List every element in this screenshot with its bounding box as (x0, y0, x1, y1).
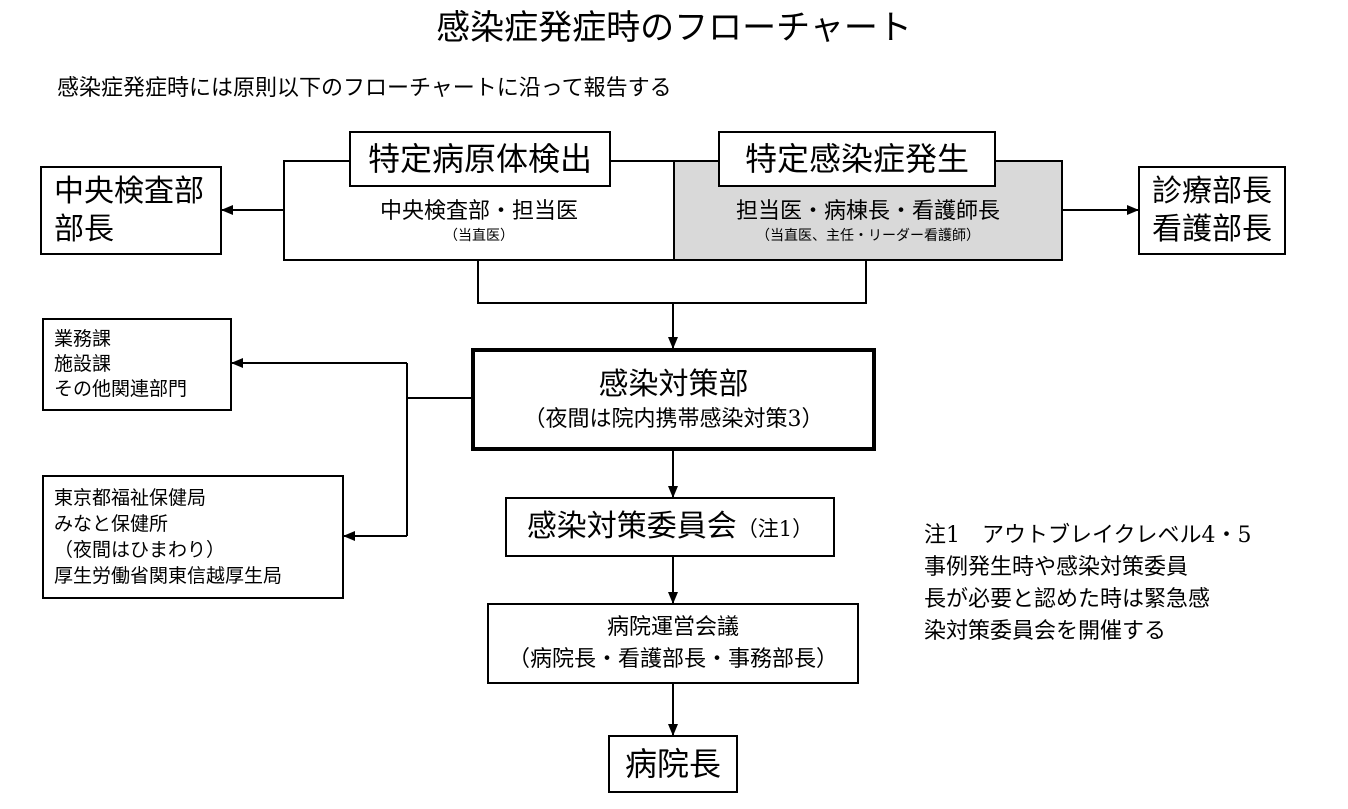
lab-director-line-2: 部長 (54, 211, 114, 247)
hospital-management-meeting-box: 病院運営会議 （病院長・看護部長・事務部長） (487, 603, 859, 684)
pathogen-responders: 中央検査部・担当医 (379, 198, 578, 224)
clinical-nursing-directors-box: 診療部長 看護部長 (1138, 166, 1286, 255)
infection-control-committee-box: 感染対策委員会 （注1） (505, 497, 835, 557)
infection-responders: 担当医・病棟長・看護師長 (735, 198, 1000, 224)
internal-dept-3: その他関連部門 (54, 378, 188, 400)
committee-note-ref: （注1） (736, 517, 814, 541)
external-organizations-box: 東京都福祉保健局 みなと保健所 （夜間はひまわり） 厚生労働省関東信越厚生局 (42, 475, 344, 599)
footnote-line-4: 染対策委員会を開催する (924, 619, 1167, 644)
external-org-3: （夜間はひまわり） (54, 539, 226, 561)
merge-bracket (477, 261, 867, 304)
management-meeting-members: （病院長・看護部長・事務部長） (507, 646, 838, 672)
page-title: 感染症発症時のフローチャート (436, 8, 912, 48)
infection-responders-night: （当直医、主任・リーダー看護師） (756, 227, 980, 244)
internal-dept-1: 業務課 (54, 328, 112, 350)
clinical-director-line: 診療部長 (1152, 173, 1272, 209)
internal-dept-2: 施設課 (54, 353, 112, 375)
footnote: 注1 アウトブレイクレベル4・5 事例発生時や感染対策委員 長が必要と認めた時は… (924, 520, 1252, 648)
footnote-line-1: 注1 アウトブレイクレベル4・5 (924, 523, 1252, 548)
nursing-director-line: 看護部長 (1152, 211, 1272, 247)
page-subtitle: 感染症発症時には原則以下のフローチャートに沿って報告する (57, 76, 672, 101)
hospital-director-box: 病院長 (608, 735, 738, 793)
infection-control-dept-night: （夜間は院内携帯感染対策3） (523, 406, 824, 432)
internal-departments-box: 業務課 施設課 その他関連部門 (42, 318, 232, 411)
committee-name: 感染対策委員会 (526, 509, 737, 544)
footnote-line-3: 長が必要と認めた時は緊急感 (924, 587, 1211, 612)
pathogen-responders-night: （当直医） (444, 227, 514, 244)
external-org-1: 東京都福祉保健局 (54, 487, 207, 509)
infection-occurrence-label: 特定感染症発生 (718, 131, 996, 187)
infection-control-dept-box: 感染対策部 （夜間は院内携帯感染対策3） (471, 348, 876, 451)
pathogen-detection-label: 特定病原体検出 (349, 131, 611, 187)
lab-director-box: 中央検査部 部長 (40, 166, 222, 255)
external-org-4: 厚生労働省関東信越厚生局 (54, 565, 283, 587)
lab-director-line-1: 中央検査部 (54, 173, 204, 209)
footnote-line-2: 事例発生時や感染対策委員 (924, 555, 1189, 580)
infection-control-dept-name: 感染対策部 (598, 366, 749, 402)
management-meeting-name: 病院運営会議 (606, 614, 739, 640)
external-org-2: みなと保健所 (54, 513, 169, 535)
